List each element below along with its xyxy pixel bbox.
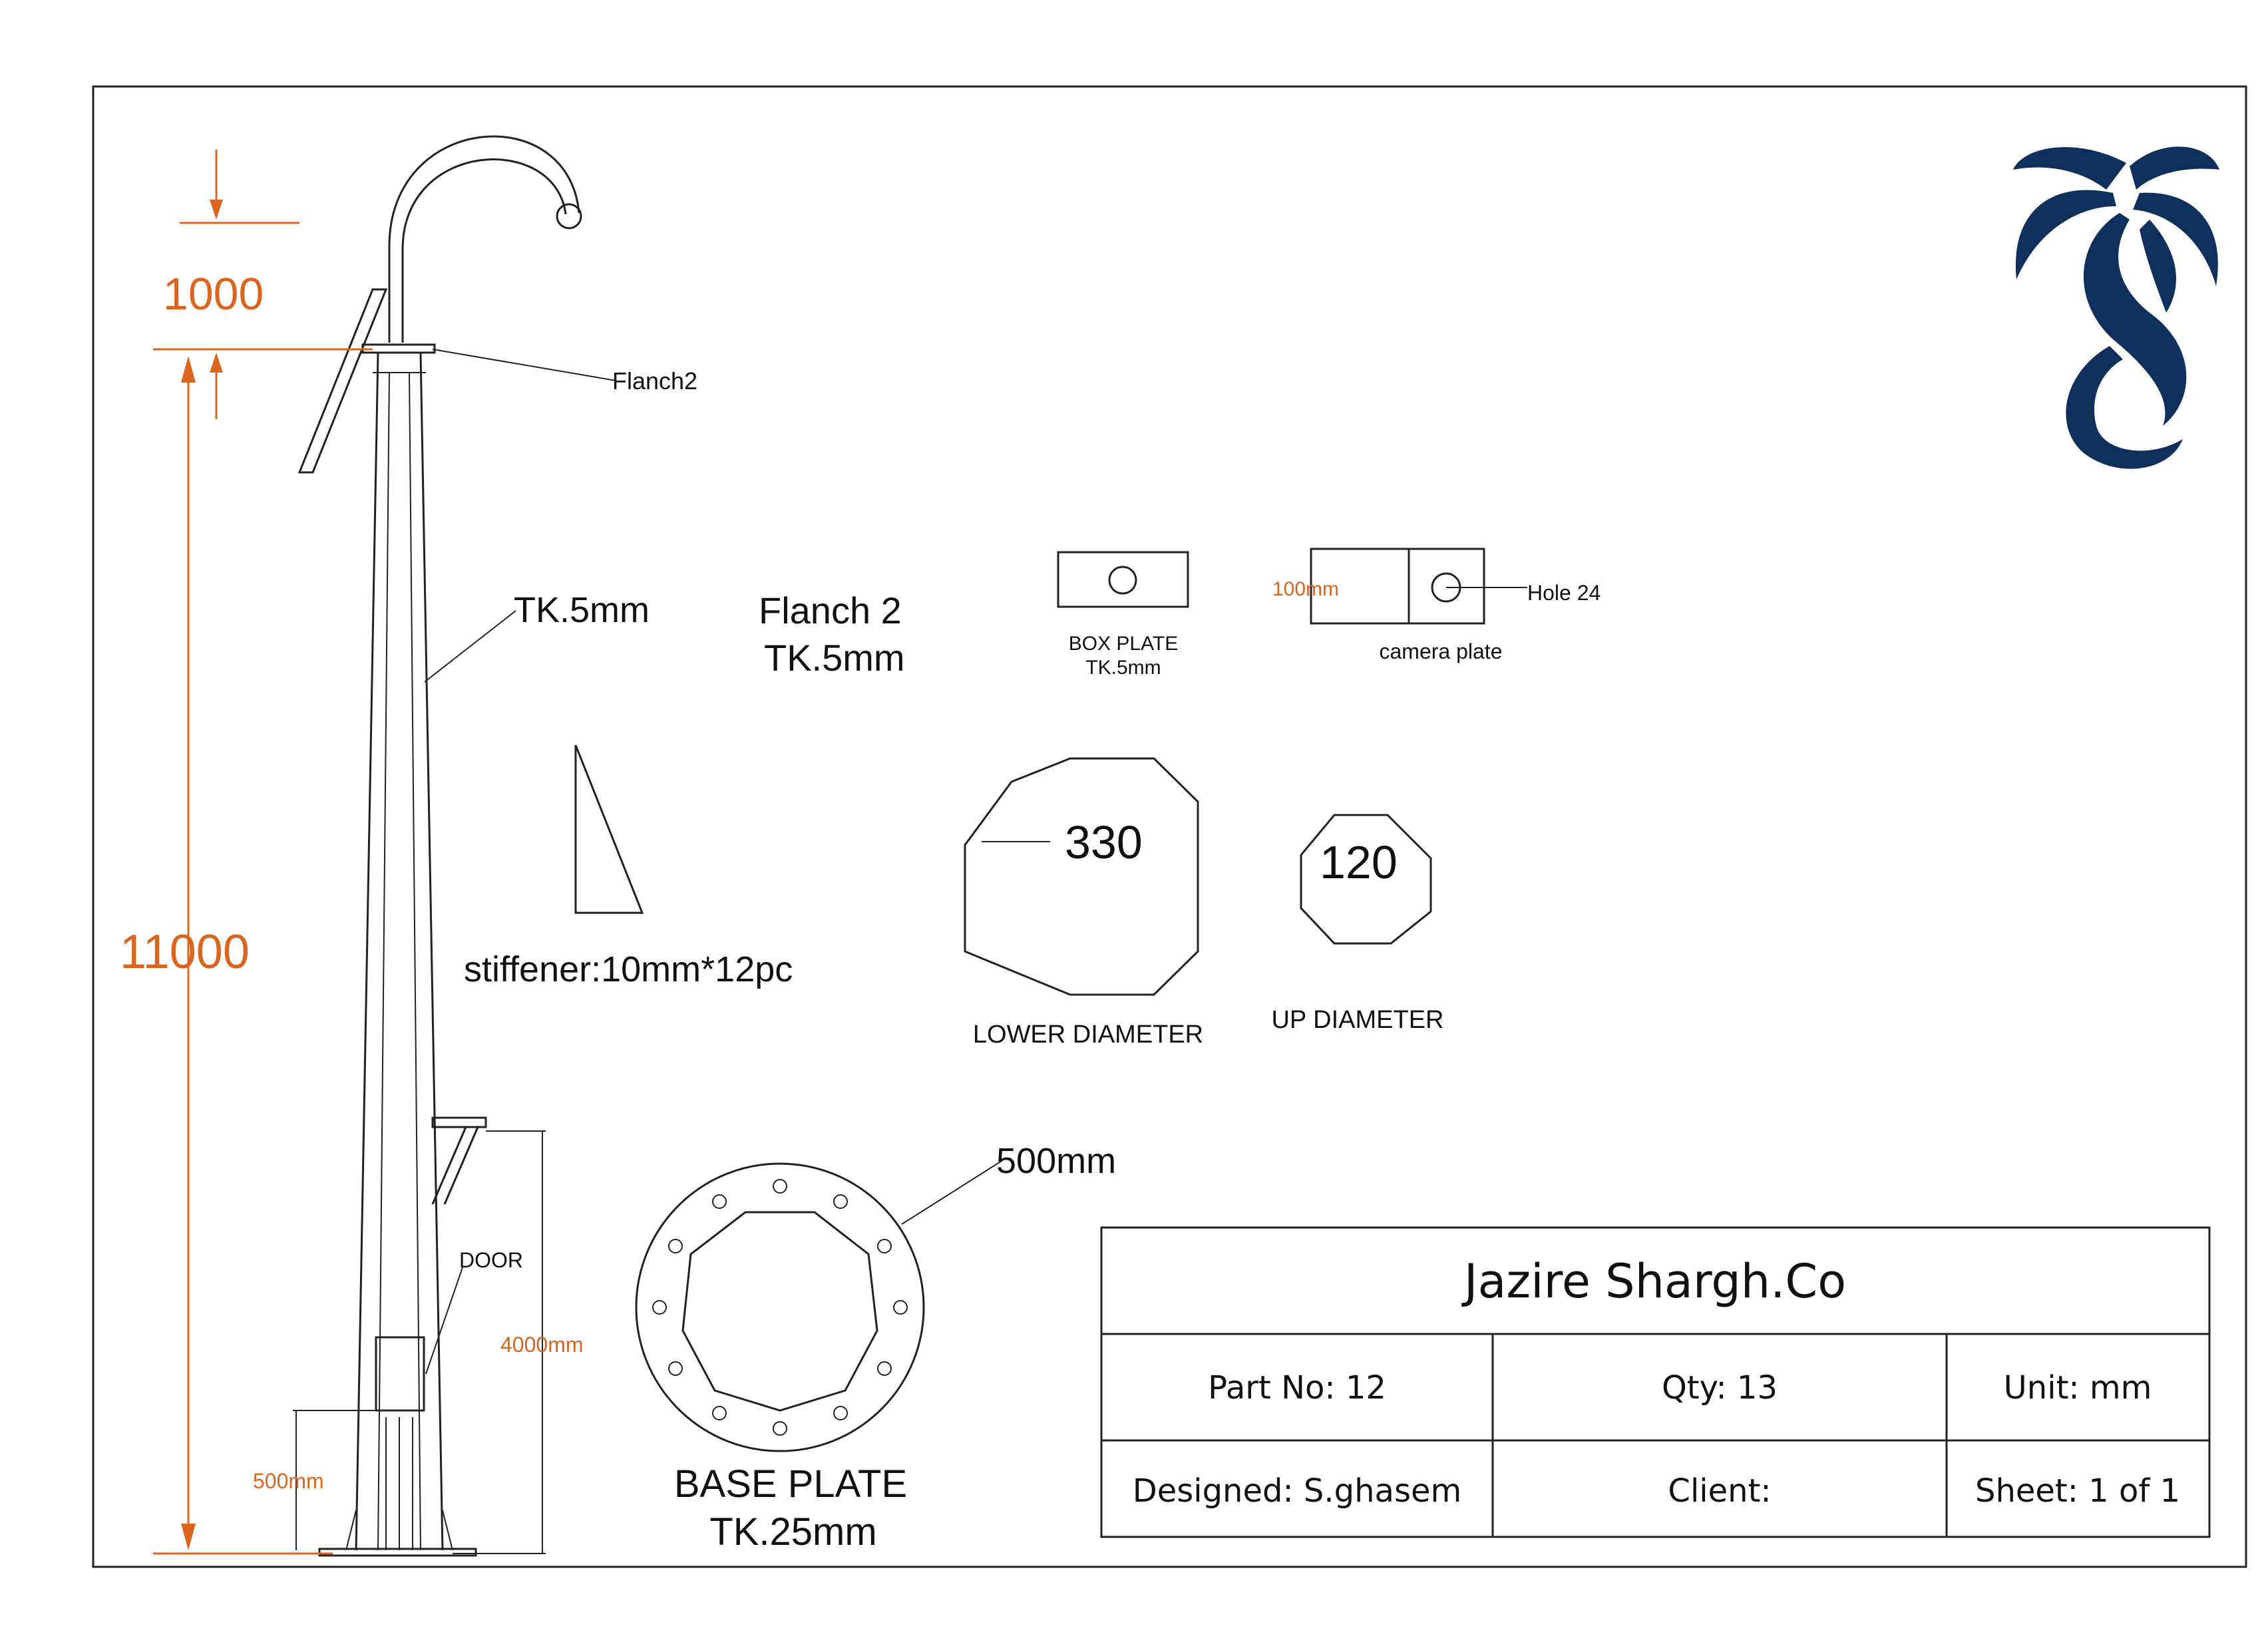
box-plate-label: BOX PLATE <box>1069 633 1179 655</box>
dim-door-value: 4000mm <box>500 1333 584 1357</box>
base-plate-outer <box>635 1162 925 1452</box>
pole-base-plate <box>318 1548 477 1557</box>
pole-shaft-right-outer <box>419 352 444 1551</box>
base-plate-inner <box>681 1211 878 1412</box>
flanch2-title: Flanch 2 <box>759 589 902 631</box>
bolt-hole <box>668 1239 683 1253</box>
dim-base-value: 500mm <box>253 1469 324 1493</box>
bolt-hole <box>668 1361 683 1376</box>
company-name: Jazire Shargh.Co <box>1461 1254 1846 1309</box>
bolt-hole <box>877 1361 892 1376</box>
flanch2-leader-label: Flanch2 <box>612 367 697 395</box>
quantity: Qty: 13 <box>1662 1369 1778 1406</box>
camera-bracket-strut <box>431 1126 467 1205</box>
up-diameter-shape <box>1300 814 1432 945</box>
dim-top-arrowhead-2 <box>210 353 223 373</box>
door-label: DOOR <box>459 1248 523 1272</box>
stiffener-triangle <box>574 744 644 914</box>
dimension-lines <box>153 150 546 1555</box>
base-plate-leader <box>901 1160 1002 1225</box>
hole-label: Hole 24 <box>1527 581 1601 605</box>
designed-by: Designed: S.ghasem <box>1133 1472 1461 1510</box>
bolt-hole <box>893 1300 908 1315</box>
dim-top-value: 1000 <box>163 269 264 319</box>
stiffener-label: stiffener:10mm*12pc <box>464 949 793 989</box>
title-block-frame <box>1100 1226 2211 1538</box>
base-stiffener-left <box>345 1510 357 1551</box>
bolt-hole <box>773 1179 787 1194</box>
camera-plate-width: 100mm <box>1272 578 1339 600</box>
bolt-hole <box>712 1194 727 1209</box>
lower-diameter-shape <box>964 757 1199 996</box>
pole-door <box>375 1336 425 1412</box>
lower-diameter-value: 330 <box>1065 816 1143 868</box>
unit: Unit: mm <box>2004 1369 2152 1406</box>
dim-top-arrowhead <box>210 200 223 220</box>
camera-plate-label: camera plate <box>1380 639 1503 663</box>
up-diameter-label: UP DIAMETER <box>1271 1006 1443 1034</box>
box-plate-hole <box>1108 566 1137 595</box>
bolt-hole <box>877 1239 892 1253</box>
part-number: Part No: 12 <box>1208 1369 1386 1406</box>
pole-shaft-left-inner <box>377 372 390 1551</box>
box-plate <box>1057 551 1189 608</box>
pole-shaft-left-outer <box>355 352 379 1551</box>
camera-bracket-plate <box>431 1116 487 1128</box>
hook-end-cap <box>556 203 582 230</box>
flanch2-thickness: TK.5mm <box>764 637 905 679</box>
bolt-hole <box>833 1406 848 1420</box>
palm-s-logo-icon <box>2013 146 2219 469</box>
base-plate-label: BASE PLATE <box>674 1462 907 1506</box>
thickness-leader-line <box>424 610 516 683</box>
bolt-hole <box>833 1194 848 1209</box>
flanch2-leader-line <box>432 349 616 381</box>
solar-panel <box>297 288 388 474</box>
sheet-border <box>92 85 2247 1568</box>
base-plate-drawing <box>635 1160 1002 1452</box>
base-plate-thickness: TK.25mm <box>709 1510 876 1554</box>
pole-hook-outer <box>388 135 580 343</box>
dim-pole-value: 11000 <box>120 925 250 979</box>
client: Client: <box>1668 1472 1771 1510</box>
pole-hook-inner <box>401 158 567 343</box>
camera-bracket-strut-2 <box>443 1126 479 1205</box>
base-plate-diameter: 500mm <box>996 1141 1116 1181</box>
top-flange-plate <box>361 343 436 354</box>
bolt-hole <box>652 1300 667 1315</box>
sheet-number: Sheet: 1 of 1 <box>1975 1472 2180 1510</box>
pole-shaft-right-inner <box>409 372 421 1551</box>
box-plate-thickness: TK.5mm <box>1085 657 1161 679</box>
lower-diameter-label: LOWER DIAMETER <box>973 1021 1203 1049</box>
pole-elevation <box>297 135 582 1557</box>
up-diameter-value: 120 <box>1320 836 1398 888</box>
dim-pole-arrow-top <box>181 356 196 383</box>
door-leader-line <box>425 1267 463 1375</box>
camera-plate <box>1310 548 1485 625</box>
pole-thickness-label: TK.5mm <box>514 590 650 630</box>
dim-pole-arrow-bottom <box>181 1524 196 1550</box>
base-stiffener-right <box>442 1510 453 1551</box>
bolt-hole <box>712 1406 727 1420</box>
title-block <box>1100 1226 2211 1538</box>
bolt-hole <box>773 1421 787 1436</box>
